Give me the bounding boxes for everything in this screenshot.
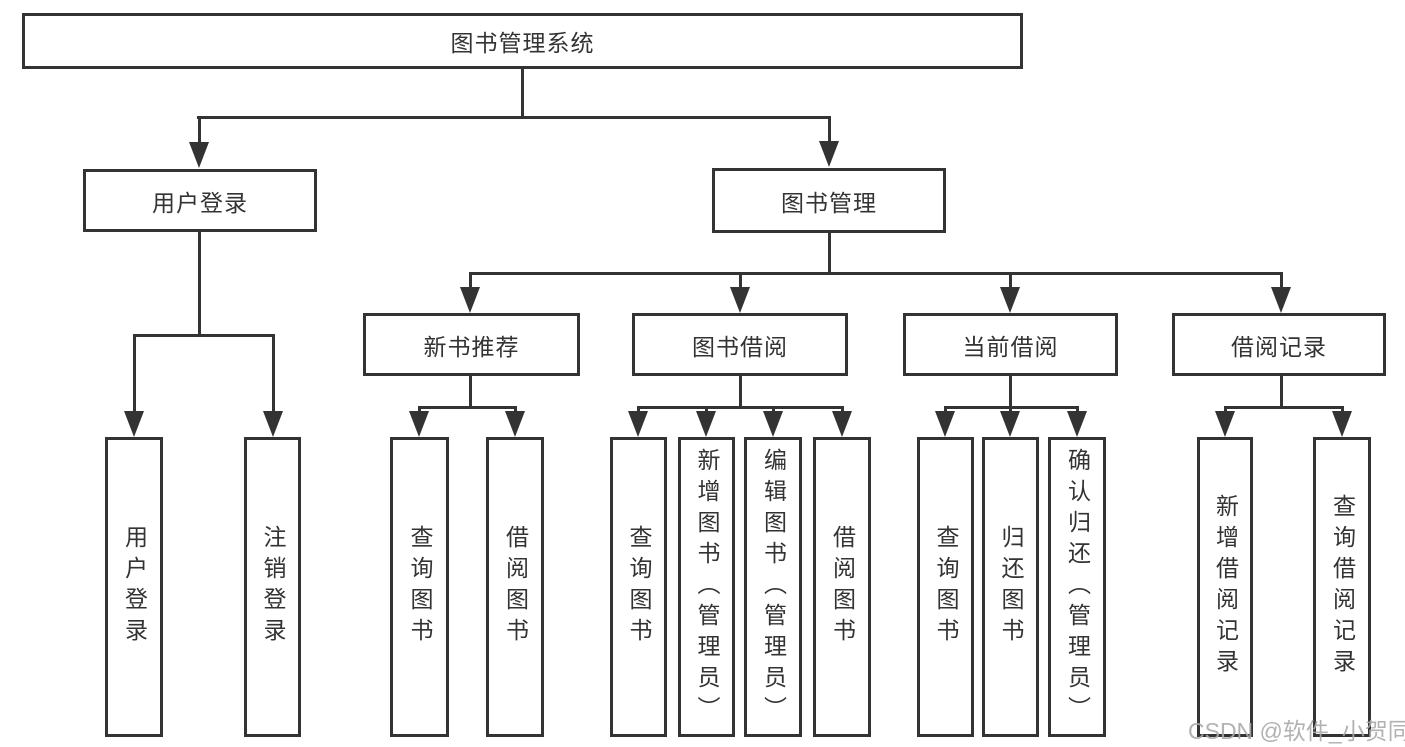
connector-bookmgmt-drop-4 bbox=[1280, 272, 1283, 288]
node-current-borrow-label: 当前借阅 bbox=[962, 333, 1059, 360]
arrow-down-icon bbox=[628, 411, 648, 437]
connector-userlogin-branch bbox=[133, 334, 275, 337]
leaf-borrow-add-book-admin-label: 新增图书（管理员） bbox=[694, 447, 720, 727]
connector-borrow-drop-3 bbox=[772, 406, 775, 412]
leaf-logout: 注销登录 bbox=[244, 437, 301, 737]
node-new-book-recommend: 新书推荐 bbox=[363, 313, 580, 376]
connector-record-drop-2 bbox=[1341, 406, 1344, 412]
node-root-label: 图书管理系统 bbox=[450, 30, 595, 56]
connector-current-drop-1 bbox=[944, 406, 947, 412]
connector-record-stem bbox=[1280, 375, 1283, 408]
leaf-borrow-edit-book-admin-label: 编辑图书（管理员） bbox=[760, 447, 787, 727]
connector-borrow-drop-1 bbox=[637, 406, 640, 412]
connector-borrow-branch bbox=[637, 406, 844, 409]
connector-record-drop-1 bbox=[1224, 406, 1227, 412]
connector-recommend-drop-2 bbox=[514, 406, 517, 412]
arrow-down-icon bbox=[935, 411, 955, 437]
csdn-watermark: CSDN @软件_小贺同学 bbox=[1188, 718, 1405, 744]
connector-current-stem bbox=[1009, 375, 1012, 408]
arrow-down-icon bbox=[409, 411, 429, 437]
connector-root-branch bbox=[197, 116, 831, 119]
connector-root-drop-right bbox=[828, 116, 831, 143]
node-book-management-label: 图书管理 bbox=[781, 189, 877, 216]
connector-userlogin-drop-2 bbox=[272, 334, 275, 411]
connector-bookmgmt-drop-2 bbox=[739, 272, 742, 288]
connector-record-branch bbox=[1224, 406, 1344, 409]
connector-userlogin-stem bbox=[198, 231, 201, 335]
node-borrow-record-label: 借阅记录 bbox=[1231, 333, 1327, 360]
arrow-down-icon bbox=[1000, 411, 1020, 437]
leaf-borrow-edit-book-admin: 编辑图书（管理员） bbox=[744, 437, 802, 737]
connector-bookmgmt-drop-3 bbox=[1009, 272, 1012, 288]
leaf-current-query-book-label: 查询图书 bbox=[933, 525, 959, 649]
connector-bookmgmt-branch bbox=[469, 272, 1283, 275]
connector-root-drop-left bbox=[198, 116, 201, 143]
leaf-recommend-query-book: 查询图书 bbox=[390, 437, 449, 737]
leaf-current-return-book: 归还图书 bbox=[982, 437, 1039, 737]
node-root: 图书管理系统 bbox=[22, 13, 1023, 69]
node-book-management: 图书管理 bbox=[712, 168, 946, 233]
leaf-record-query-record: 查询借阅记录 bbox=[1313, 437, 1371, 737]
node-current-borrow: 当前借阅 bbox=[903, 313, 1118, 376]
connector-borrow-stem bbox=[739, 375, 742, 408]
connector-borrow-drop-2 bbox=[705, 406, 708, 412]
leaf-recommend-borrow-book: 借阅图书 bbox=[486, 437, 544, 737]
leaf-record-query-record-label: 查询借阅记录 bbox=[1329, 494, 1356, 680]
connector-bookmgmt-drop-1 bbox=[469, 272, 472, 288]
arrow-down-icon bbox=[1215, 411, 1235, 437]
node-user-login: 用户登录 bbox=[83, 169, 317, 232]
leaf-recommend-borrow-book-label: 借阅图书 bbox=[502, 525, 529, 649]
leaf-record-add-record: 新增借阅记录 bbox=[1197, 437, 1253, 737]
leaf-current-query-book: 查询图书 bbox=[917, 437, 974, 737]
leaf-user-login: 用户登录 bbox=[105, 437, 163, 737]
connector-recommend-stem bbox=[469, 375, 472, 408]
connector-bookmgmt-stem bbox=[828, 232, 831, 274]
leaf-borrow-borrow-book: 借阅图书 bbox=[813, 437, 871, 737]
leaf-current-confirm-return-admin: 确认归还（管理员） bbox=[1048, 437, 1106, 737]
arrow-down-icon bbox=[189, 142, 209, 168]
leaf-borrow-add-book-admin: 新增图书（管理员） bbox=[678, 437, 735, 737]
node-book-borrow-label: 图书借阅 bbox=[692, 333, 788, 360]
connector-root-stem bbox=[521, 68, 524, 118]
arrow-down-icon bbox=[1332, 411, 1352, 437]
node-book-borrow: 图书借阅 bbox=[632, 313, 848, 376]
leaf-recommend-query-book-label: 查询图书 bbox=[407, 525, 433, 649]
arrow-down-icon bbox=[1271, 287, 1291, 313]
arrow-down-icon bbox=[124, 411, 144, 437]
node-user-login-label: 用户登录 bbox=[152, 189, 248, 216]
arrow-down-icon bbox=[730, 287, 750, 313]
connector-recommend-branch bbox=[418, 406, 517, 409]
arrow-down-icon bbox=[505, 411, 525, 437]
arrow-down-icon bbox=[1067, 411, 1087, 437]
leaf-current-return-book-label: 归还图书 bbox=[998, 525, 1024, 649]
leaf-user-login-label: 用户登录 bbox=[121, 525, 148, 649]
node-new-book-recommend-label: 新书推荐 bbox=[423, 333, 520, 360]
arrow-down-icon bbox=[460, 287, 480, 313]
arrow-down-icon bbox=[1000, 287, 1020, 313]
leaf-logout-label: 注销登录 bbox=[260, 525, 286, 649]
leaf-current-confirm-return-admin-label: 确认归还（管理员） bbox=[1064, 447, 1091, 727]
connector-userlogin-drop-1 bbox=[133, 334, 136, 411]
arrow-down-icon bbox=[696, 411, 716, 437]
connector-current-drop-3 bbox=[1076, 406, 1079, 412]
arrow-down-icon bbox=[763, 411, 783, 437]
connector-recommend-drop-1 bbox=[418, 406, 421, 412]
node-borrow-record: 借阅记录 bbox=[1172, 313, 1386, 376]
leaf-borrow-query-book: 查询图书 bbox=[610, 437, 667, 737]
connector-borrow-drop-4 bbox=[841, 406, 844, 412]
connector-current-drop-2 bbox=[1009, 406, 1012, 412]
arrow-down-icon bbox=[819, 141, 839, 167]
arrow-down-icon bbox=[832, 411, 852, 437]
leaf-borrow-query-book-label: 查询图书 bbox=[626, 525, 652, 649]
leaf-borrow-borrow-book-label: 借阅图书 bbox=[829, 525, 856, 649]
arrow-down-icon bbox=[263, 411, 283, 437]
leaf-record-add-record-label: 新增借阅记录 bbox=[1212, 494, 1239, 680]
